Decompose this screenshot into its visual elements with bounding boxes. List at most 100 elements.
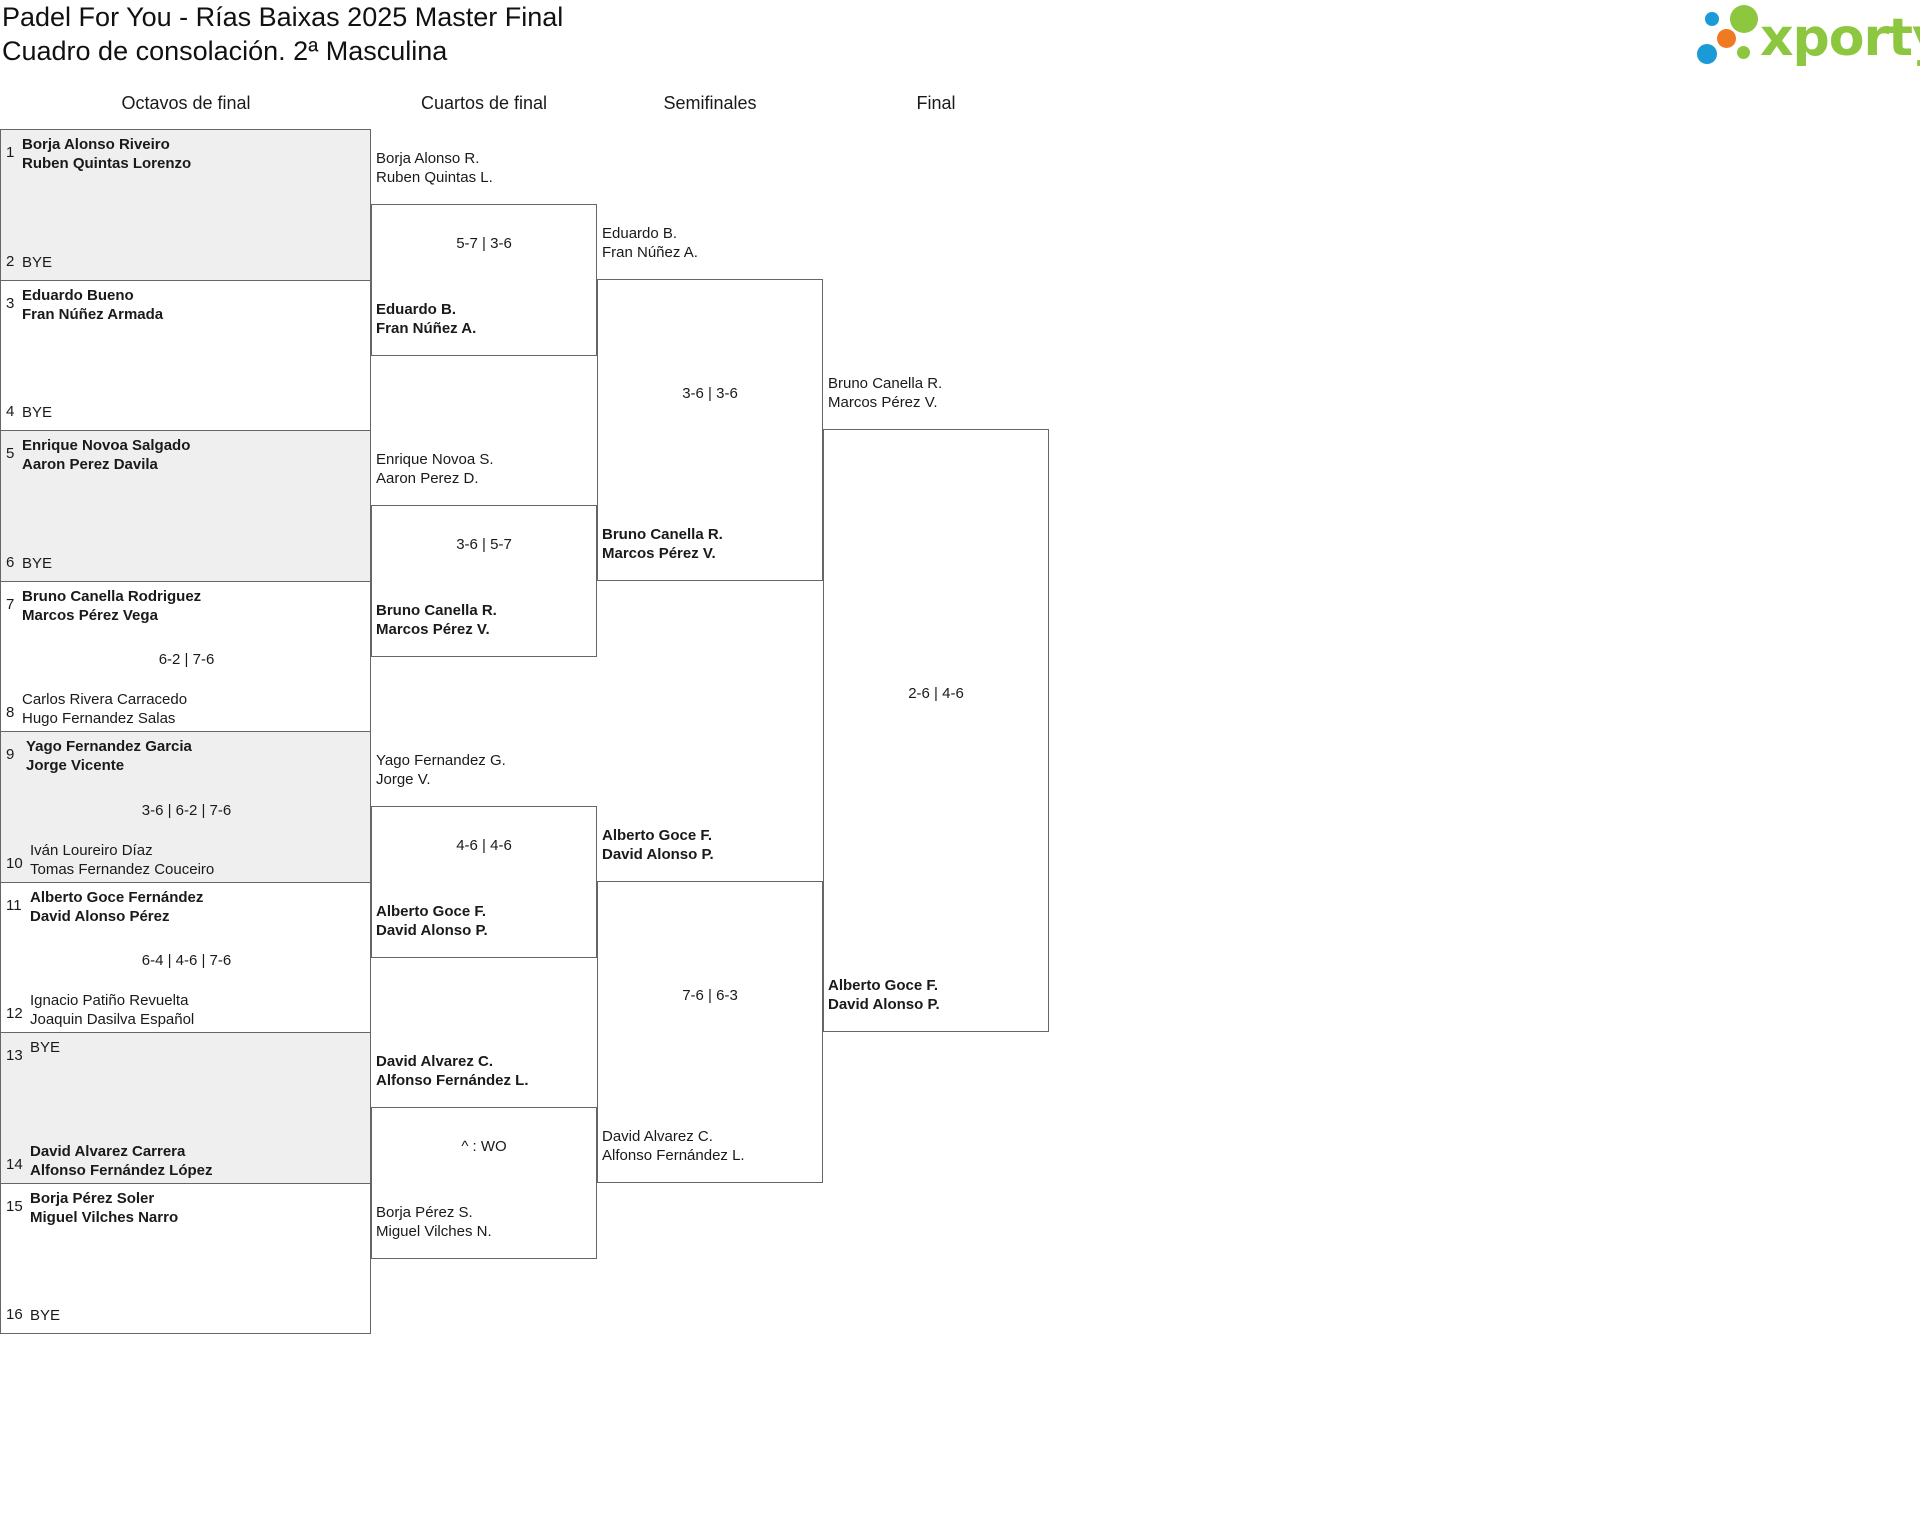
sf-team-bottom[interactable]: David Alvarez C.Alfonso Fernández L. xyxy=(602,1127,745,1165)
r16-team-top-player1: BYE xyxy=(30,1039,61,1056)
qf-team-top-player2: Alfonso Fernández L. xyxy=(376,1072,529,1089)
seed-number: 7 xyxy=(6,596,15,613)
qf-team-bottom-player1: Eduardo B. xyxy=(376,301,457,318)
r16-team-top-player1: Borja Pérez Soler xyxy=(30,1190,155,1207)
logo-dot-blue-large-icon xyxy=(1697,44,1717,64)
seed-number: 8 xyxy=(6,704,15,721)
match-score: 3-6 | 6-2 | 7-6 xyxy=(141,801,232,819)
round-header-r16: Octavos de final xyxy=(121,93,251,113)
round-header-sf: Semifinales xyxy=(663,93,757,113)
final-team-top-player1: Bruno Canella R. xyxy=(828,375,943,392)
sf-team-top[interactable]: Alberto Goce F.David Alonso P. xyxy=(602,826,714,864)
qf-match[interactable] xyxy=(371,505,597,657)
r16-team-top-player1: Bruno Canella Rodriguez xyxy=(22,588,202,605)
r16-team-bottom[interactable]: BYE xyxy=(30,1306,60,1325)
qf-team-bottom[interactable]: Borja Pérez S.Miguel Vilches N. xyxy=(376,1203,492,1241)
r16-team-top-player1: Enrique Novoa Salgado xyxy=(22,437,191,454)
final-team-bottom[interactable]: Alberto Goce F.David Alonso P. xyxy=(828,976,940,1014)
seed-number: 11 xyxy=(6,897,22,914)
qf-team-bottom-player1: Alberto Goce F. xyxy=(376,903,487,920)
qf-team-bottom[interactable]: Alberto Goce F.David Alonso P. xyxy=(376,902,488,940)
seed-number: 3 xyxy=(6,295,15,312)
qf-team-bottom-player2: Fran Núñez A. xyxy=(376,320,477,337)
match-score: 3-6 | 5-7 xyxy=(456,535,512,553)
seed-number: 5 xyxy=(6,445,15,462)
seed-number: 6 xyxy=(6,554,15,571)
r16-team-top-player2: Fran Núñez Armada xyxy=(22,306,164,323)
xporty-logo[interactable]: xporty xyxy=(1695,0,1920,72)
match-score: 6-2 | 7-6 xyxy=(158,651,215,668)
sf-match[interactable] xyxy=(597,881,823,1183)
r16-team-bottom[interactable]: BYE xyxy=(22,403,52,422)
sf-team-top-player2: Fran Núñez A. xyxy=(602,244,698,261)
sf-team-bottom[interactable]: Bruno Canella R.Marcos Pérez V. xyxy=(602,525,723,563)
sf-team-top-player1: Eduardo B. xyxy=(602,225,678,242)
qf-team-top[interactable]: Enrique Novoa S.Aaron Perez D. xyxy=(376,450,494,488)
qf-team-top-player1: Yago Fernandez G. xyxy=(376,752,506,769)
qf-team-bottom-player1: Bruno Canella R. xyxy=(376,602,497,619)
final-team-top[interactable]: Bruno Canella R.Marcos Pérez V. xyxy=(828,374,942,412)
sf-match[interactable] xyxy=(597,279,823,581)
r16-team-bottom[interactable]: BYE xyxy=(22,554,52,573)
logo-dot-green-icon xyxy=(1730,5,1758,33)
r16-team-bottom-player1: BYE xyxy=(30,1307,61,1324)
qf-team-bottom-player2: Marcos Pérez V. xyxy=(376,621,490,638)
qf-team-bottom[interactable]: Bruno Canella R. Marcos Pérez V. xyxy=(376,601,497,639)
r16-team-top-player1: Alberto Goce Fernández xyxy=(30,889,204,906)
page-title: Padel For You - Rías Baixas 2025 Master … xyxy=(2,2,564,32)
match-score: 5-7 | 3-6 xyxy=(456,234,512,252)
qf-match[interactable] xyxy=(371,204,597,356)
sf-team-top[interactable]: Eduardo B. Fran Núñez A. xyxy=(602,224,698,262)
r16-team-bottom-player2: Joaquin Dasilva Español xyxy=(30,1011,195,1028)
r16-team-bottom[interactable]: BYE xyxy=(22,253,52,272)
seed-number: 15 xyxy=(6,1198,23,1215)
r16-team-top-player2: Miguel Vilches Narro xyxy=(30,1209,179,1226)
logo-text: xporty xyxy=(1760,8,1920,68)
sf-team-top-player2: David Alonso P. xyxy=(602,846,714,863)
qf-team-bottom[interactable]: Eduardo B. Fran Núñez A. xyxy=(376,300,476,338)
match-score: 4-6 | 4-6 xyxy=(456,836,512,854)
seed-number: 10 xyxy=(6,855,23,872)
r16-team-bottom-player1: David Alvarez Carrera xyxy=(30,1143,186,1160)
qf-team-top[interactable]: David Alvarez C. Alfonso Fernández L. xyxy=(376,1052,529,1090)
logo-dot-green-small-icon xyxy=(1737,46,1750,59)
r16-team-top[interactable]: BYE xyxy=(30,1038,60,1057)
match-score: 6-4 | 4-6 | 7-6 xyxy=(141,952,232,969)
r16-team-top-player2: Ruben Quintas Lorenzo xyxy=(22,155,192,172)
qf-match[interactable] xyxy=(371,1107,597,1259)
seed-number: 2 xyxy=(6,253,15,270)
qf-team-top-player1: David Alvarez C. xyxy=(376,1053,493,1070)
final-match[interactable] xyxy=(823,429,1049,1032)
qf-team-top[interactable]: Borja Alonso R.Ruben Quintas L. xyxy=(376,149,493,187)
r16-team-top-player2: Jorge Vicente xyxy=(26,757,125,774)
seed-number: 12 xyxy=(6,1005,23,1022)
r16-team-bottom-player1: Carlos Rivera Carracedo xyxy=(22,691,188,708)
seed-number: 4 xyxy=(6,403,15,420)
seed-number: 1 xyxy=(6,144,15,161)
qf-team-top-player2: Jorge V. xyxy=(376,771,431,788)
seed-number: 16 xyxy=(6,1306,23,1323)
logo-dot-blue-icon xyxy=(1705,12,1719,26)
qf-team-top[interactable]: Yago Fernandez G. Jorge V. xyxy=(376,751,506,789)
sf-team-bottom-player1: Bruno Canella R. xyxy=(602,526,723,543)
qf-match[interactable] xyxy=(371,806,597,958)
